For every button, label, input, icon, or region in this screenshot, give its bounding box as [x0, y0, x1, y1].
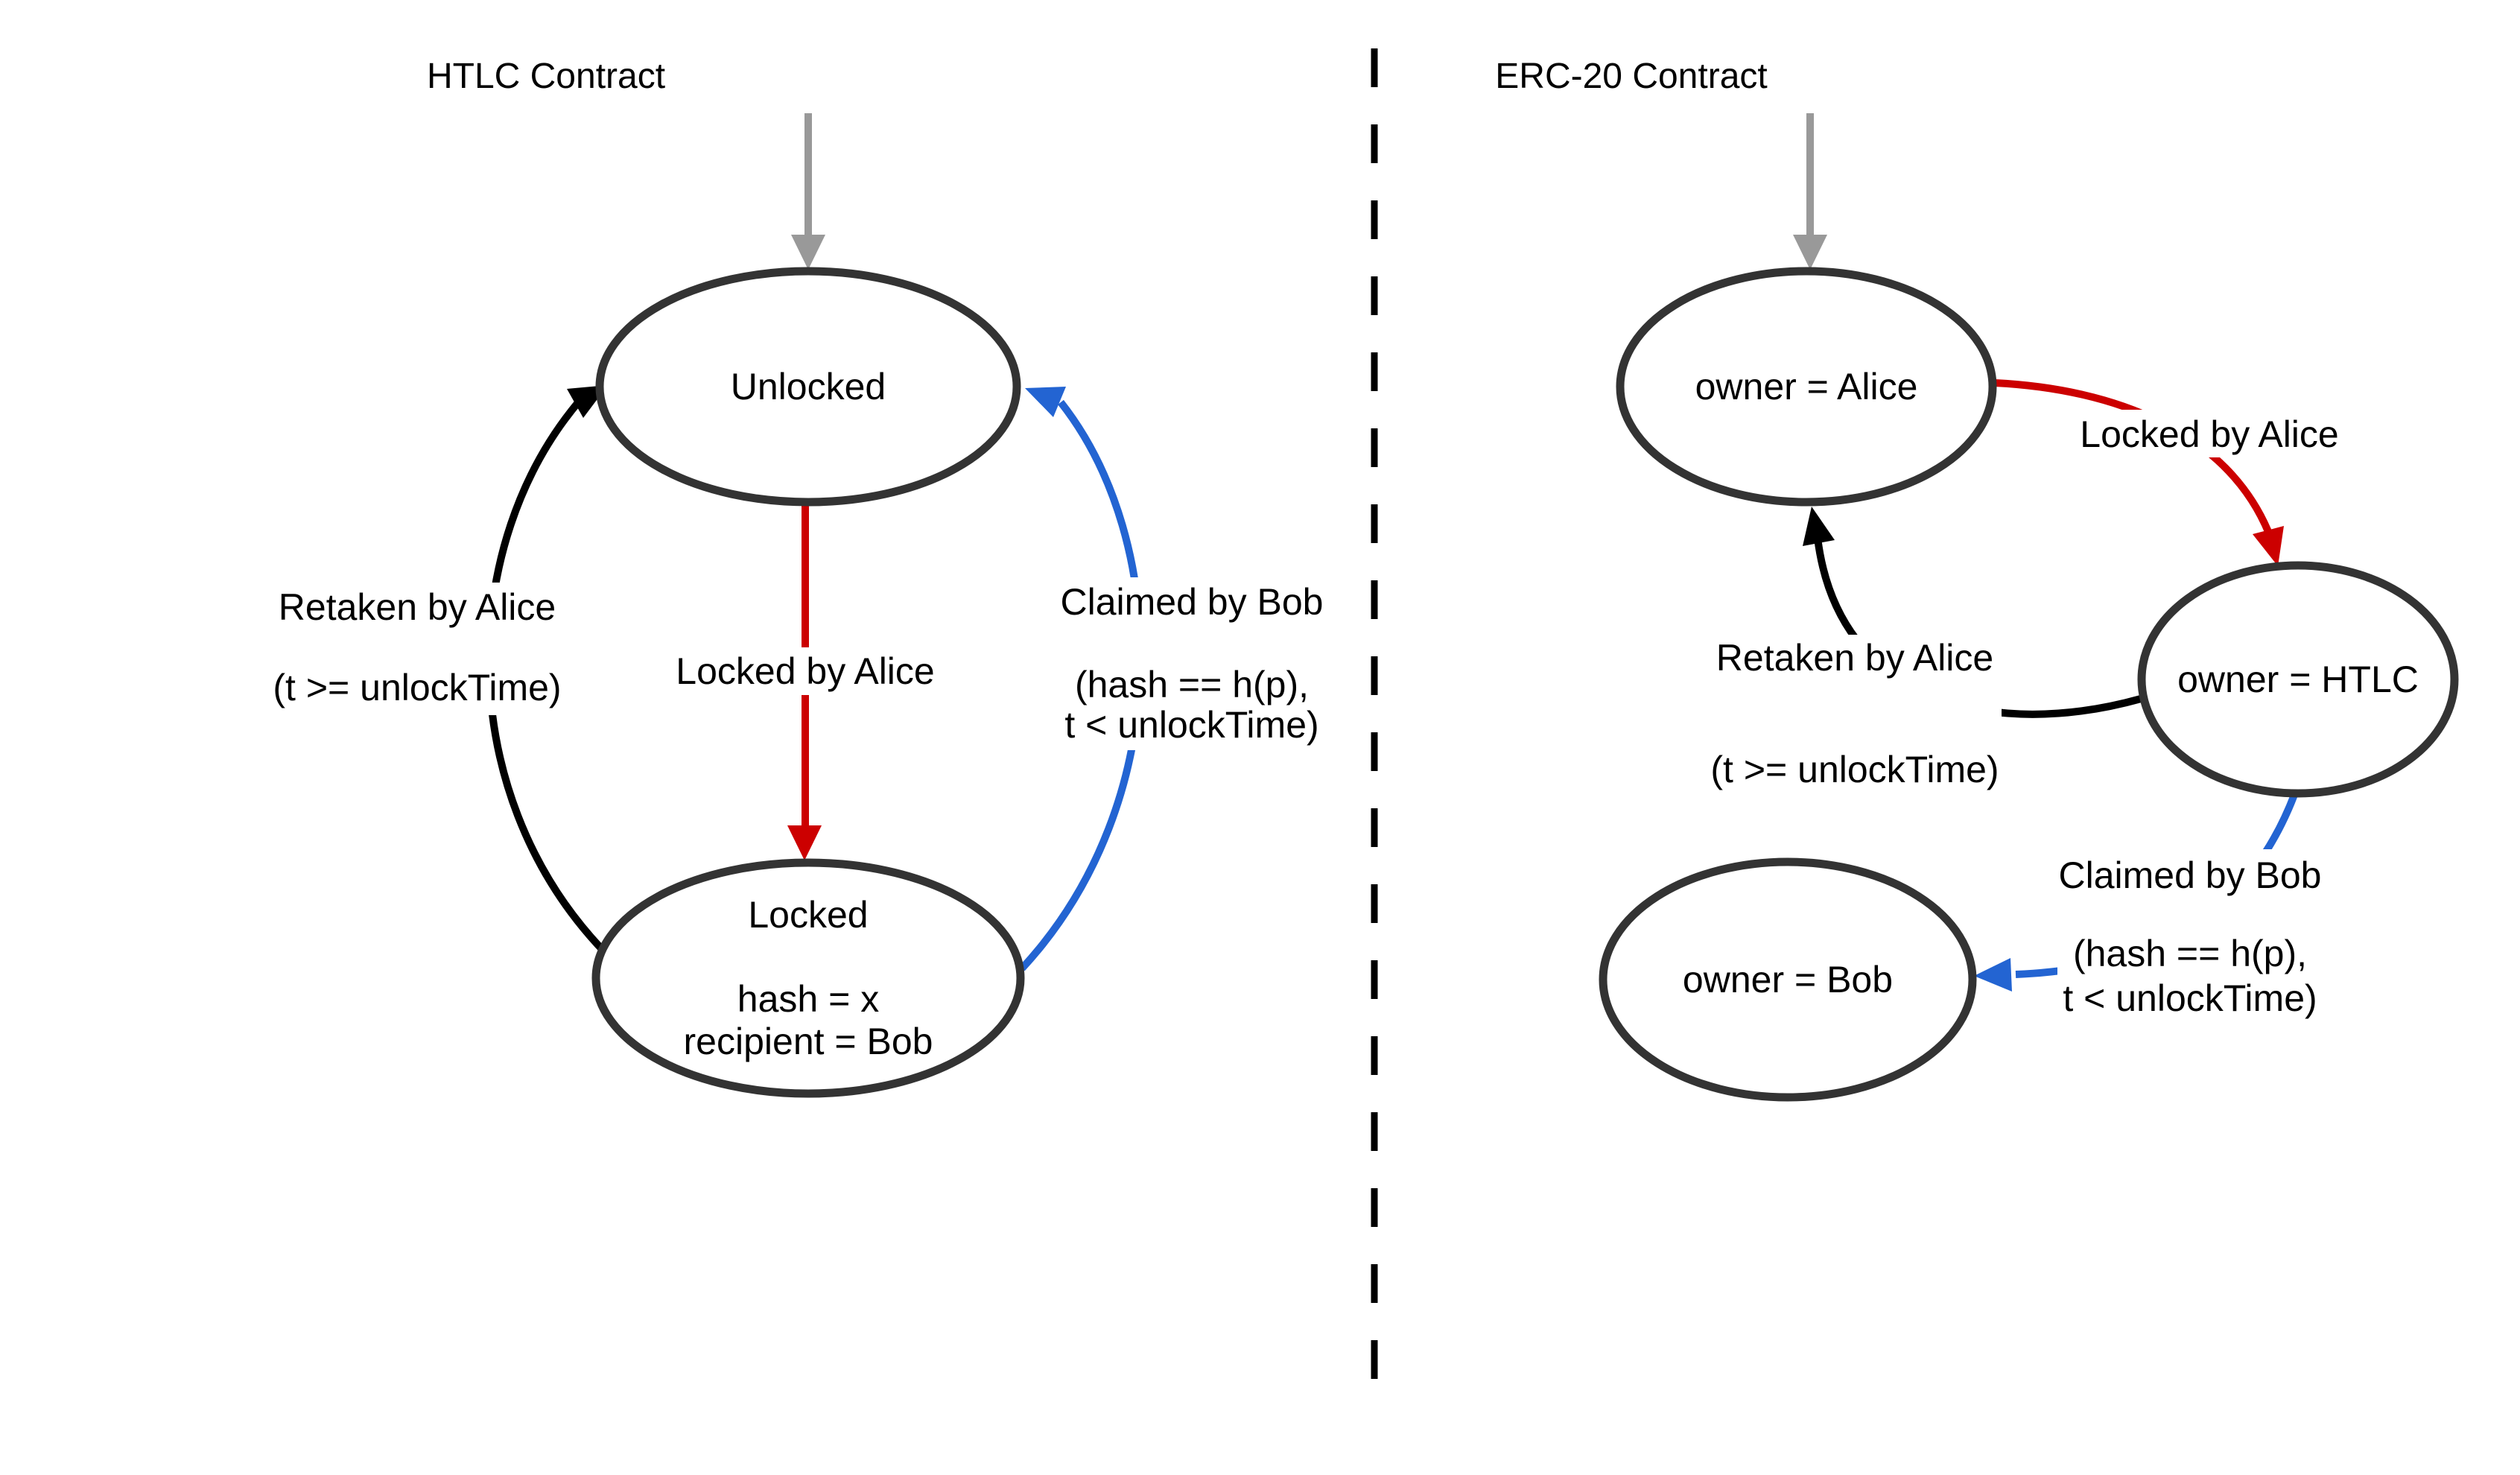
node-locked-attr-hash: hash = x: [737, 978, 879, 1020]
htlc-lock-edge-label: Locked by Alice: [676, 650, 934, 692]
erc20-panel-title: ERC-20 Contract: [1495, 57, 1767, 96]
label-background: [2077, 410, 2342, 457]
label-background: [267, 583, 566, 715]
erc20-claim-arrowhead-icon: [1974, 958, 2012, 992]
erc20-lock-edge-label: Locked by Alice: [2080, 413, 2338, 455]
htlc-lock-arrowhead-icon: [787, 825, 822, 860]
erc20-retake-edge-condition: (t >= unlockTime): [1710, 749, 1999, 790]
node-unlocked: [595, 267, 1021, 507]
htlc-claim-edge-condition1: (hash == h(p),: [1075, 664, 1309, 705]
node-owner-htlc-label: owner = HTLC: [2177, 659, 2419, 700]
label-background: [673, 647, 938, 695]
erc20-lock-arrowhead-icon: [2253, 526, 2284, 566]
htlc-retake-edge-condition: (t >= unlockTime): [273, 667, 561, 708]
node-owner-htlc: [2137, 561, 2459, 798]
htlc-diagram: HTLC Contract Unlocked Locked hash = x r…: [267, 57, 1327, 1098]
node-locked-attr-recipient: recipient = Bob: [684, 1021, 933, 1062]
erc20-init-arrowhead-icon: [1793, 235, 1827, 270]
erc20-retake-arrowhead-icon: [1803, 507, 1835, 546]
htlc-claim-edge-label: Claimed by Bob: [1061, 581, 1324, 623]
node-locked-label: Locked: [748, 894, 868, 936]
htlc-retake-edge-label: Retaken by Alice: [279, 586, 556, 628]
erc20-diagram: ERC-20 Contract owner = Alice owner = HT…: [1495, 57, 2459, 1102]
label-background: [1059, 577, 1327, 750]
erc20-claim-edge-condition1: (hash == h(p),: [2073, 933, 2307, 974]
label-background: [2057, 849, 2323, 1024]
node-owner-bob: [1599, 857, 1977, 1102]
erc20-lock-edge: [1994, 379, 2273, 535]
node-owner-alice-label: owner = Alice: [1695, 366, 1918, 407]
erc20-retake-edge-label: Retaken by Alice: [1716, 637, 1993, 679]
node-locked: [591, 858, 1025, 1098]
node-owner-bob-label: owner = Bob: [1683, 959, 1893, 1000]
htlc-claim-edge-condition2: t < unlockTime): [1064, 704, 1318, 746]
htlc-init-arrowhead-icon: [791, 235, 825, 270]
node-owner-alice: [1616, 267, 1997, 507]
htlc-panel-title: HTLC Contract: [427, 57, 665, 96]
erc20-claim-edge-label: Claimed by Bob: [2059, 854, 2322, 896]
node-unlocked-label: Unlocked: [731, 366, 886, 407]
htlc-claim-arrowhead-icon: [1025, 387, 1066, 417]
erc20-claim-edge-condition2: t < unlockTime): [2063, 977, 2317, 1019]
label-background: [1710, 635, 2002, 800]
